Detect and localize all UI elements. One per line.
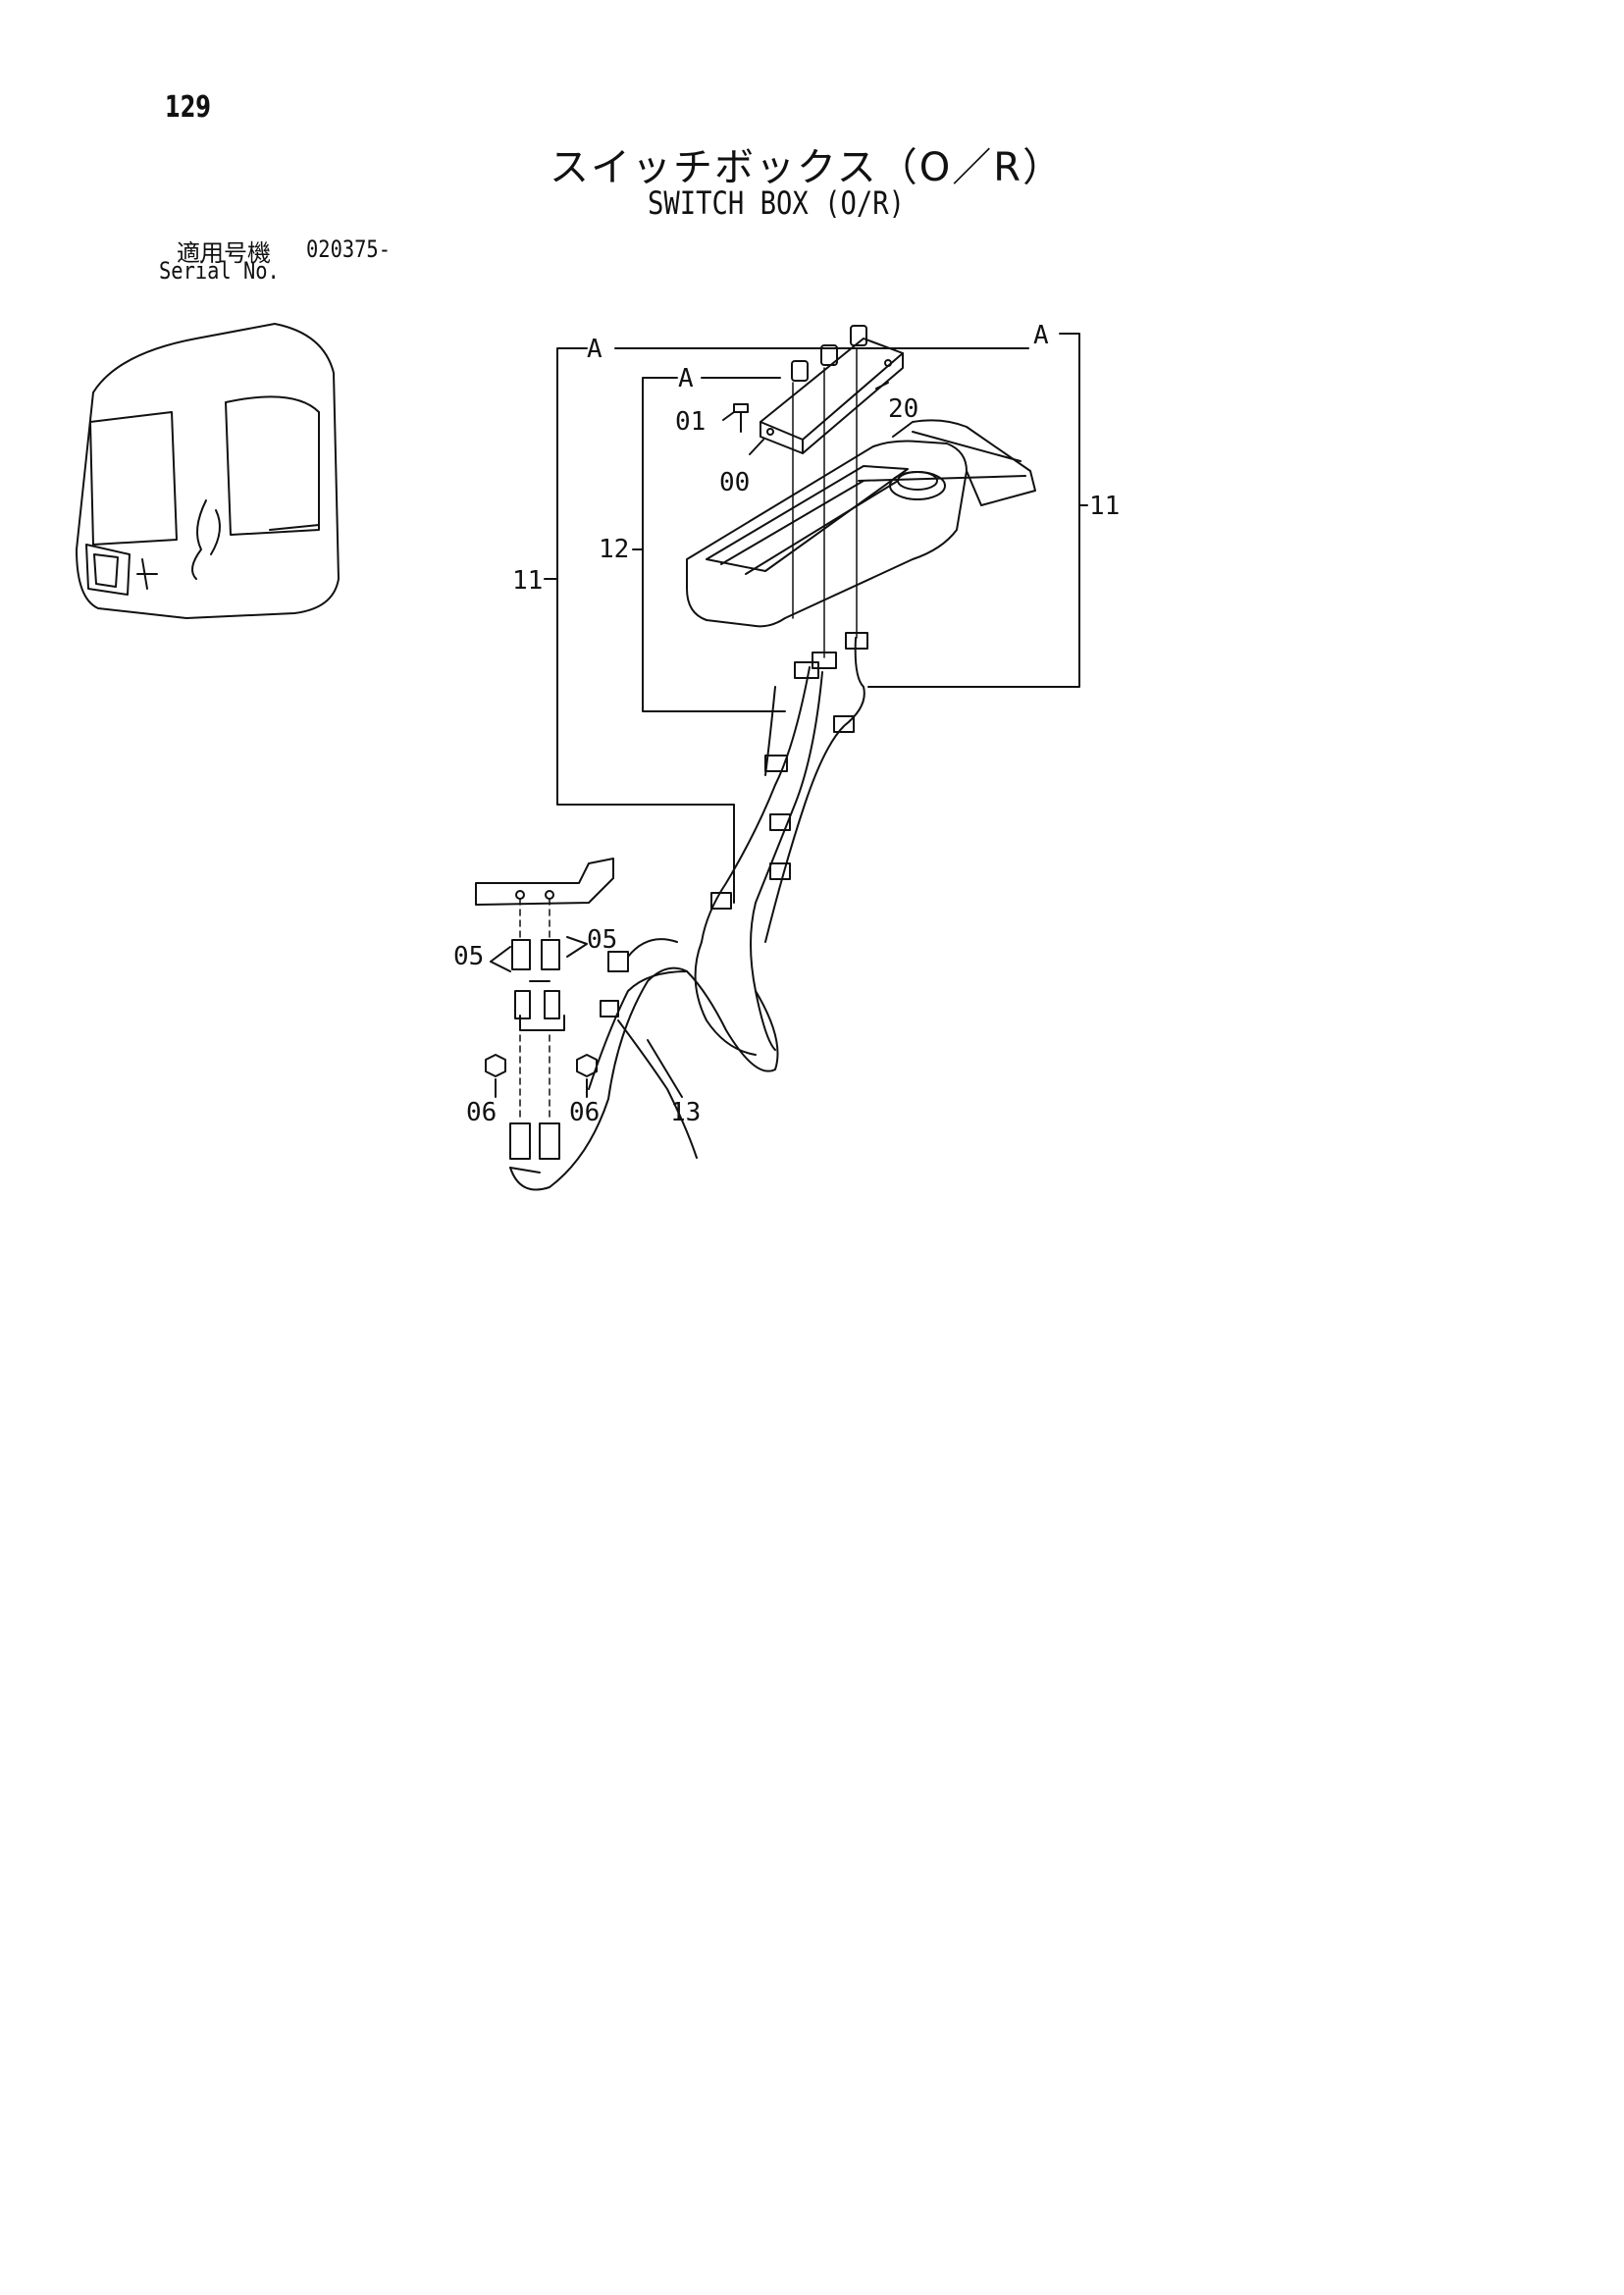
callout-06-right: 06 xyxy=(569,1098,600,1127)
callout-11-right: 11 xyxy=(1089,492,1120,521)
bracket-11-left xyxy=(556,347,735,904)
nut-06-group xyxy=(485,1054,598,1077)
callout-12: 12 xyxy=(599,535,629,564)
callout-06-left: 06 xyxy=(466,1098,497,1127)
callout-11-left: 11 xyxy=(512,566,543,596)
bracket-12 xyxy=(642,377,786,712)
serial-label-english: Serial No. xyxy=(159,257,280,285)
bracket-11-right xyxy=(867,333,1080,688)
callout-13: 13 xyxy=(670,1098,701,1127)
callout-a-inner: A xyxy=(678,364,694,393)
diagram-title-english: SWITCH BOX (O/R) xyxy=(648,184,906,222)
serial-number-value: 020375- xyxy=(306,235,391,263)
wire-harness xyxy=(509,632,868,1191)
callout-05-left: 05 xyxy=(453,942,484,971)
switch-box xyxy=(760,338,904,454)
callout-00: 00 xyxy=(719,468,750,497)
callout-05-right: 05 xyxy=(587,925,617,955)
switch-knobs xyxy=(791,325,867,382)
screw-01 xyxy=(733,403,749,433)
callout-01: 01 xyxy=(675,407,706,437)
diagram-title-japanese: スイッチボックス（O／R） xyxy=(550,145,1065,190)
serial-label-japanese: 適用号機 xyxy=(177,239,271,267)
connector-05-group xyxy=(509,939,565,1160)
callout-a-outer-left: A xyxy=(587,335,602,364)
page-number: 129 xyxy=(165,90,211,125)
cab-locator-illustration xyxy=(76,323,340,619)
callout-20: 20 xyxy=(888,394,918,424)
console-panel xyxy=(686,419,1036,628)
mounting-bracket xyxy=(475,858,614,943)
callout-labels: A A A 01 00 20 12 11 11 05 05 06 06 13 xyxy=(453,321,1120,1127)
callout-a-outer-right: A xyxy=(1033,321,1049,350)
